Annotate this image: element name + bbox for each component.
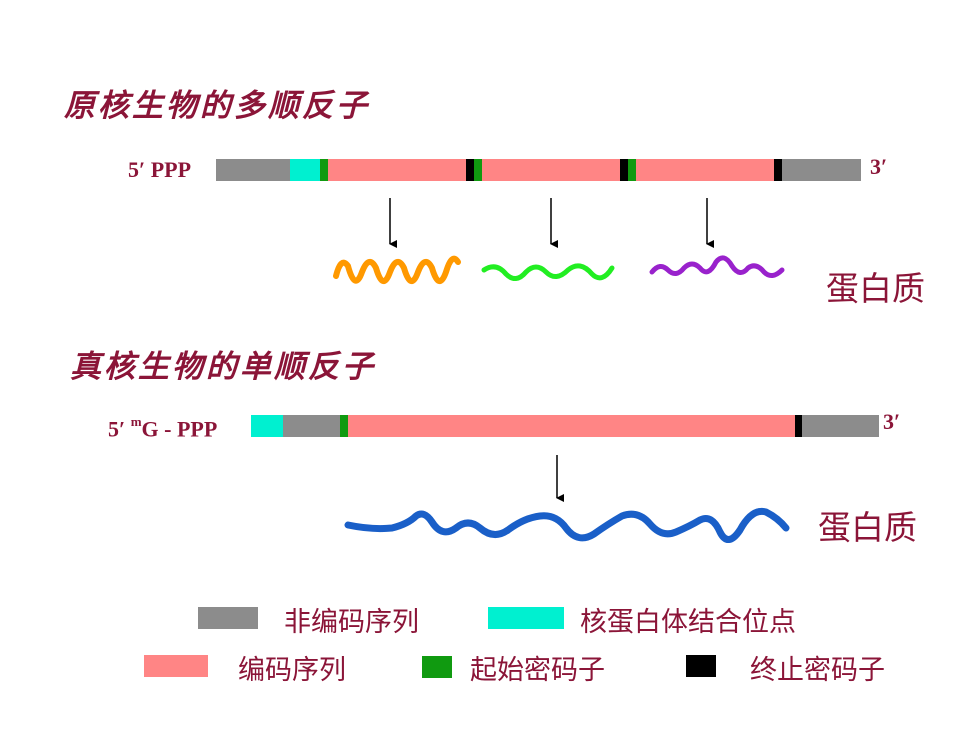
prokaryote-mrna-bar — [216, 159, 861, 181]
legend-start-swatch — [422, 656, 452, 678]
noncoding-segment — [782, 159, 861, 181]
start-codon-segment — [320, 159, 328, 181]
rbs-segment — [251, 415, 283, 437]
protein-chain-1 — [333, 255, 461, 284]
eukaryote-title: 真核生物的单顺反子 — [70, 349, 376, 385]
coding-segment — [636, 159, 774, 181]
eukaryote-5prime-label: 5′ mG - PPP — [108, 414, 218, 442]
legend-noncoding-swatch — [198, 607, 258, 629]
legend-rbs-swatch — [488, 607, 564, 629]
coding-segment — [482, 159, 620, 181]
start-codon-segment — [628, 159, 636, 181]
rbs-segment — [290, 159, 320, 181]
legend-coding-swatch — [144, 655, 208, 677]
noncoding-segment — [802, 415, 879, 437]
noncoding-segment — [216, 159, 290, 181]
legend-coding-label: 编码序列 — [238, 655, 346, 686]
legend-stop-swatch — [686, 655, 716, 677]
coding-segment — [328, 159, 466, 181]
coding-segment — [348, 415, 795, 437]
protein-chain-2 — [481, 263, 615, 281]
eukaryote-3prime-label: 3′ — [883, 409, 901, 434]
prokaryote-3prime-label: 3′ — [870, 154, 888, 179]
legend-rbs-label: 核蛋白体结合位点 — [580, 607, 796, 638]
legend-start-label: 起始密码子 — [470, 655, 605, 686]
prokaryote-title: 原核生物的多顺反子 — [64, 88, 370, 124]
stop-codon-segment — [620, 159, 628, 181]
stop-codon-segment — [466, 159, 474, 181]
legend-noncoding-label: 非编码序列 — [284, 607, 419, 638]
stop-codon-segment — [774, 159, 782, 181]
noncoding-segment — [283, 415, 340, 437]
cap-label: G - PPP — [141, 416, 218, 442]
stop-codon-segment — [795, 415, 802, 437]
start-codon-segment — [474, 159, 482, 181]
eukaryote-protein-label: 蛋白质 — [818, 508, 917, 547]
eukaryote-mrna-bar — [251, 415, 879, 437]
prokaryote-protein-label: 蛋白质 — [826, 269, 925, 308]
methyl-superscript: m — [130, 414, 142, 429]
protein-chain-3 — [649, 255, 785, 278]
five-prime: 5′ — [108, 416, 131, 442]
protein-chain-eukaryote — [344, 507, 790, 543]
legend-stop-label: 终止密码子 — [750, 655, 885, 686]
start-codon-segment — [340, 415, 348, 437]
prokaryote-5prime-label: 5′ PPP — [128, 157, 192, 182]
